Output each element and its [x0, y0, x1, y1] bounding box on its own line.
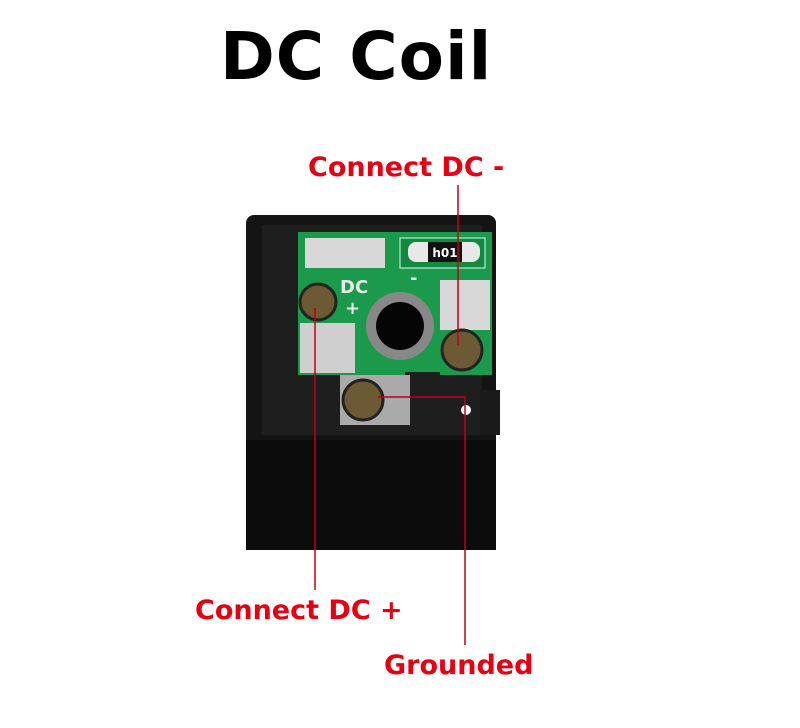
dc-mark: DC [340, 277, 368, 298]
ground-terminal-screw [341, 378, 385, 422]
grounded-label: Grounded [384, 650, 534, 681]
resistor-code: h01 [432, 246, 457, 260]
connect-dc-plus-label: Connect DC + [195, 595, 403, 626]
dc-plus-terminal-screw [298, 282, 338, 322]
page-title: DC Coil [220, 18, 493, 95]
connect-dc-minus-label: Connect DC - [308, 152, 505, 183]
ground-leader-line [378, 396, 466, 645]
minus-mark: - [410, 268, 417, 289]
dc-minus-terminal-screw [440, 328, 484, 372]
plus-mark: + [345, 298, 360, 319]
